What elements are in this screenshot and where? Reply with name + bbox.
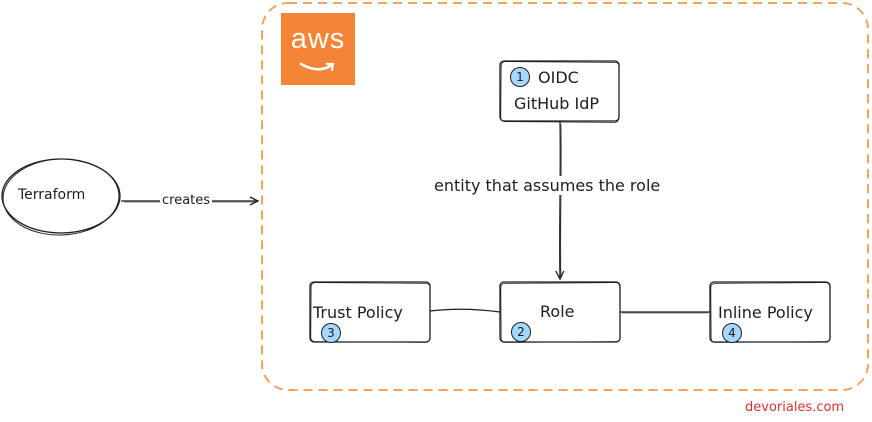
terraform-label: Terraform bbox=[18, 187, 86, 203]
trust-to-role-line bbox=[429, 308, 501, 313]
aws-logo-text: aws bbox=[290, 23, 346, 55]
role-step-badge: 2 bbox=[511, 322, 531, 342]
creates-label: creates bbox=[160, 193, 213, 208]
oidc-label-line2: GitHub IdP bbox=[514, 94, 600, 113]
watermark: devoriales.com bbox=[745, 400, 845, 415]
aws-boundary bbox=[261, 2, 869, 391]
trust-policy-label: Trust Policy bbox=[313, 303, 403, 322]
terraform-node-outline bbox=[2, 158, 120, 236]
inline-policy-step-badge: 4 bbox=[722, 323, 742, 343]
oidc-label-line1: OIDC bbox=[538, 68, 579, 87]
inline-policy-label: Inline Policy bbox=[718, 303, 813, 322]
role-label: Role bbox=[540, 302, 575, 321]
assumes-role-edge-label: entity that assumes the role bbox=[432, 176, 663, 195]
trust-policy-step-badge: 3 bbox=[321, 323, 341, 343]
oidc-step-badge: 1 bbox=[510, 67, 530, 87]
aws-logo: aws bbox=[281, 13, 355, 85]
oidc-to-role-arrow bbox=[560, 120, 561, 279]
aws-smile-icon bbox=[299, 62, 335, 72]
